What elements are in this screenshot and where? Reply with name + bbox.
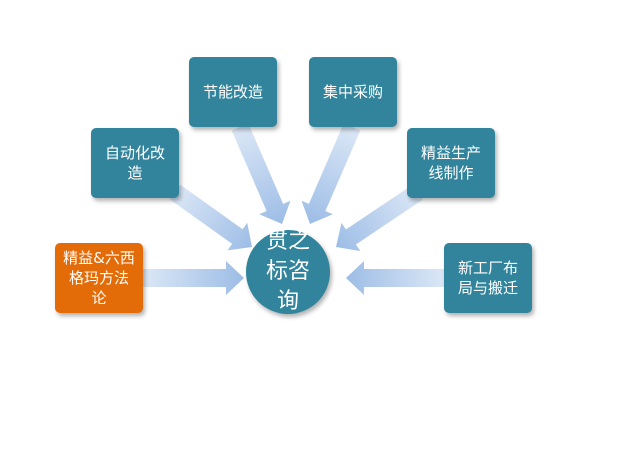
node-procurement: 集中采购 (309, 57, 397, 127)
center-hub: 贯之标咨询 (246, 229, 330, 314)
node-label: 自动化改造 (104, 144, 165, 182)
arrow-new-plant (346, 261, 444, 295)
node-lean-six-sigma: 精益&六西格玛方法论 (55, 243, 143, 313)
node-new-plant: 新工厂布局与搬迁 (444, 243, 532, 313)
hub-label: 贯之标咨询 (265, 229, 310, 314)
node-label: 集中采购 (322, 83, 383, 101)
arrow-lean-six-sigma (143, 261, 244, 295)
node-label: 节能改造 (202, 83, 263, 101)
node-label: 精益生产线制作 (420, 144, 481, 182)
arrow-procurement (301, 123, 361, 225)
node-lean-line: 精益生产线制作 (407, 128, 495, 198)
node-label: 新工厂布局与搬迁 (457, 259, 518, 297)
node-automation: 自动化改造 (91, 128, 179, 198)
node-label: 精益&六西格玛方法论 (63, 249, 135, 307)
arrow-lean-line (336, 184, 424, 252)
arrow-automation (169, 184, 253, 251)
arrow-energy (231, 123, 291, 225)
node-energy: 节能改造 (189, 57, 277, 127)
